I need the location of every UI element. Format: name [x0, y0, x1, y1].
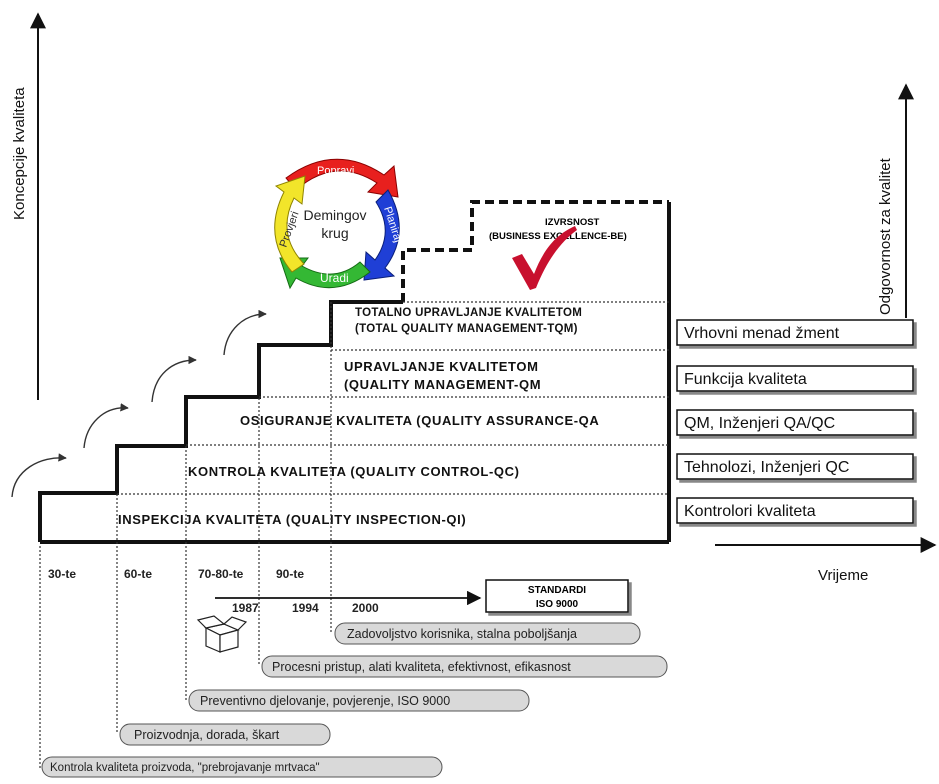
- deming-cycle: Popravi Planiraj Uradi Provjeri Demingov…: [274, 158, 404, 290]
- improvement-arrows: [11, 309, 267, 498]
- deming-provjeri-arc: [274, 175, 306, 273]
- level-control-label: KONTROLA KVALITETA (QUALITY CONTROL-QC): [188, 464, 520, 479]
- note-pill-process: [261, 655, 668, 678]
- standards-box: [485, 579, 629, 613]
- resp-box-top-management: [676, 319, 914, 346]
- deming-uradi-arc: [279, 257, 371, 290]
- level-management-line1: UPRAVLJANJE KVALITETOM: [344, 359, 539, 374]
- era-30s-label: 30-te: [48, 567, 76, 581]
- deming-planiraj-arc: [363, 189, 400, 281]
- level-inspection-label: INSPEKCIJA KVALITETA (QUALITY INSPECTION…: [118, 512, 466, 527]
- resp-inspectors-label: Kontrolori kvaliteta: [684, 503, 816, 520]
- note-satisfaction-label: Zadovoljstvo korisnika, stalna poboljšan…: [347, 627, 577, 641]
- x-axis-label: Vrijeme: [818, 567, 868, 584]
- resp-box-inspectors: [676, 497, 914, 524]
- note-process-label: Procesni pristup, alati kvaliteta, efekt…: [272, 660, 571, 674]
- deming-uradi-label: Uradi: [320, 271, 349, 285]
- staircase-excellence-step: [401, 200, 669, 302]
- era-70-80s-label: 70-80-te: [198, 567, 244, 581]
- year-1994-label: 1994: [292, 601, 319, 615]
- resp-top-management-label: Vrhovni menad žment: [684, 325, 840, 342]
- note-pill-production: [119, 723, 331, 746]
- era-90s-label: 90-te: [276, 567, 304, 581]
- resp-box-technologists: [676, 453, 914, 480]
- resp-technologists-label: Tehnolozi, Inženjeri QC: [684, 459, 849, 476]
- note-inspection-label: Kontrola kvaliteta proizvoda, "prebrojav…: [50, 762, 320, 774]
- notes: Zadovoljstvo korisnika, stalna poboljšan…: [41, 622, 668, 778]
- standards-line2: ISO 9000: [536, 599, 579, 610]
- responsibility-boxes: Vrhovni menad žment Funkcija kvaliteta Q…: [676, 319, 914, 524]
- level-management-line2: (QUALITY MANAGEMENT-QM: [344, 377, 541, 392]
- checkmark-icon: [512, 226, 577, 290]
- excellence-line1: IZVRSNOST: [545, 217, 600, 228]
- resp-quality-function-label: Funkcija kvaliteta: [684, 371, 807, 388]
- year-2000-label: 2000: [352, 601, 379, 615]
- deming-popravi-label: Popravi: [317, 165, 354, 177]
- resp-box-quality-function: [676, 365, 914, 392]
- y-axis-left-label: Koncepcije kvaliteta: [11, 87, 28, 220]
- excellence-line2: (BUSINESS EXCELLENCE-BE): [489, 231, 627, 242]
- note-preventive-label: Preventivno djelovanje, povjerenje, ISO …: [200, 694, 450, 708]
- deming-center-line2: krug: [321, 225, 348, 241]
- level-tqm-line1: TOTALNO UPRAVLJANJE KVALITETOM: [355, 307, 582, 319]
- box-icon: [196, 615, 248, 653]
- resp-qm-engineers-label: QM, Inženjeri QA/QC: [684, 415, 835, 432]
- level-assurance-label: OSIGURANJE KVALITETA (QUALITY ASSURANCE-…: [240, 413, 599, 428]
- note-pill-inspection: [41, 756, 443, 778]
- deming-center-line1: Demingov: [303, 207, 366, 223]
- year-1987-label: 1987: [232, 601, 259, 615]
- note-production-label: Proizvodnja, dorada, škart: [134, 728, 280, 742]
- era-60s-label: 60-te: [124, 567, 152, 581]
- era-lines: [39, 302, 332, 768]
- level-separators: [117, 301, 669, 495]
- note-pill-preventive: [188, 689, 530, 712]
- deming-popravi-arc: [285, 158, 399, 198]
- level-tqm-line2: (TOTAL QUALITY MANAGEMENT-TQM): [355, 323, 578, 335]
- note-pill-satisfaction: [334, 622, 641, 645]
- y-axis-right-label: Odgovornost za kvalitet: [877, 157, 894, 315]
- resp-box-qm-engineers: [676, 409, 914, 436]
- standards-line1: STANDARDI: [528, 585, 586, 596]
